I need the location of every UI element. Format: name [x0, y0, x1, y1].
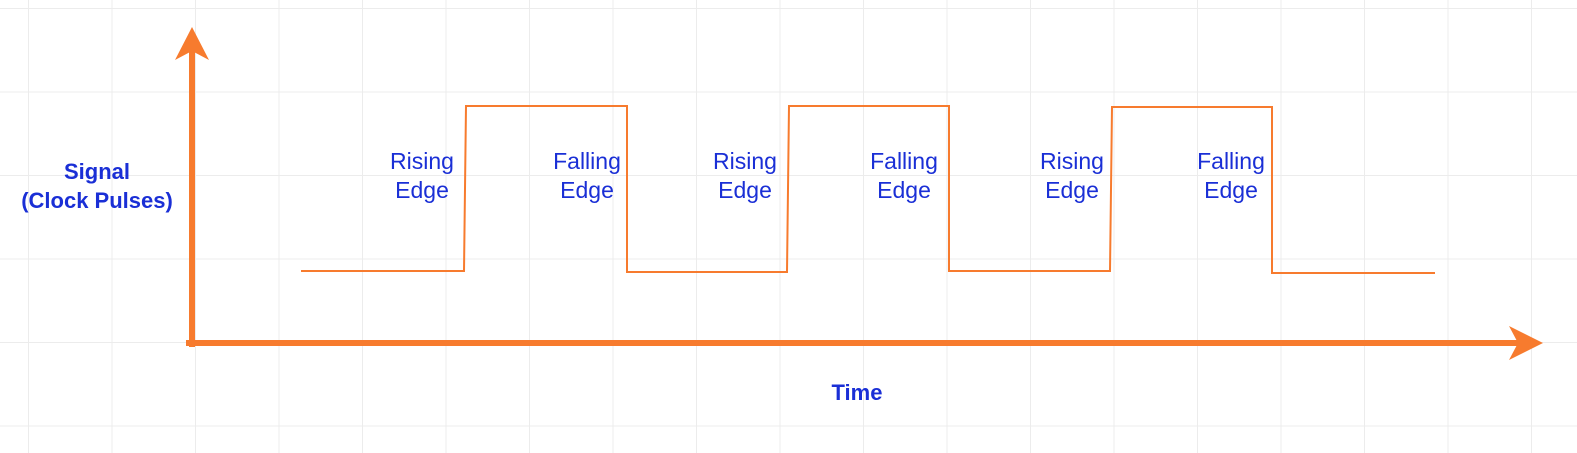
edge-label-rising-3: Rising Edge: [1017, 147, 1127, 205]
edge-label-falling-1: Falling Edge: [532, 147, 642, 205]
edge-label-line: Edge: [1045, 177, 1099, 203]
edge-label-line: Falling: [870, 148, 938, 174]
edge-label-falling-3: Falling Edge: [1176, 147, 1286, 205]
edge-label-line: Falling: [553, 148, 621, 174]
edge-label-line: Edge: [395, 177, 449, 203]
edge-label-falling-2: Falling Edge: [849, 147, 959, 205]
x-axis-label: Time: [831, 380, 883, 405]
edge-label-line: Rising: [1040, 148, 1104, 174]
edge-label-line: Rising: [390, 148, 454, 174]
edge-label-line: Edge: [877, 177, 931, 203]
y-axis-label-line-1: Signal: [63, 159, 130, 184]
y-axis-label-line-2: (Clock Pulses): [21, 188, 173, 213]
clock-signal-waveform: [301, 105, 1435, 274]
y-axis-label: Signal (Clock Pulses): [8, 157, 186, 215]
edge-label-line: Falling: [1197, 148, 1265, 174]
y-axis-arrowhead: [175, 27, 209, 60]
x-axis-arrowhead: [1509, 326, 1543, 360]
edge-label-rising-1: Rising Edge: [367, 147, 477, 205]
edge-label-line: Edge: [560, 177, 614, 203]
edge-label-line: Rising: [713, 148, 777, 174]
edge-label-line: Edge: [718, 177, 772, 203]
edge-label-line: Edge: [1204, 177, 1258, 203]
edge-label-rising-2: Rising Edge: [690, 147, 800, 205]
